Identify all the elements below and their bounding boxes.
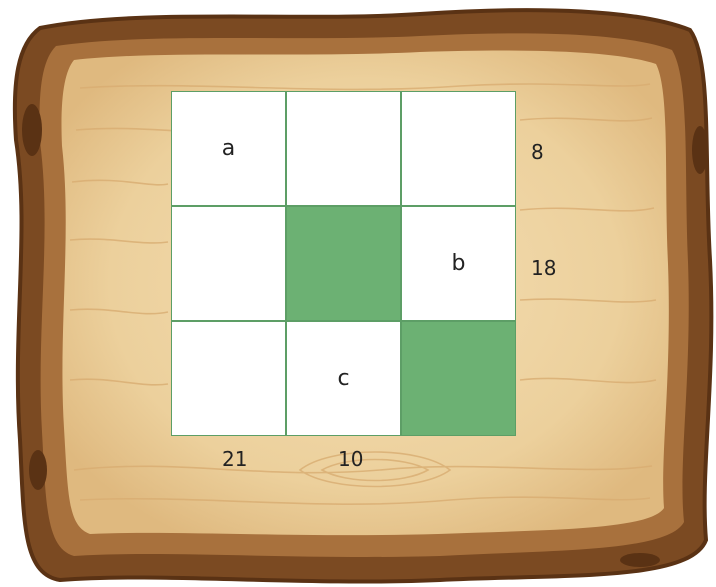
wood-knot: [22, 104, 42, 156]
wood-knot: [620, 553, 660, 567]
cell-label: a: [172, 92, 285, 205]
grid-cell-r1c1: a: [171, 91, 286, 206]
grid-cell-r2c3: b: [401, 206, 516, 321]
grid-cell-r3c2: c: [286, 321, 401, 436]
cell-label: [402, 322, 515, 435]
row-clue-2: 18: [531, 258, 556, 278]
cell-label: b: [402, 207, 515, 320]
cell-label: c: [287, 322, 400, 435]
grid-cell-r1c2: [286, 91, 401, 206]
cell-label: [172, 207, 285, 320]
grid-cell-r1c3: [401, 91, 516, 206]
cell-label: [172, 322, 285, 435]
grid-cell-r2c2: [286, 206, 401, 321]
cell-label: [287, 207, 400, 320]
cell-label: [287, 92, 400, 205]
grid-cell-r2c1: [171, 206, 286, 321]
row-clue-1: 8: [531, 142, 544, 162]
col-clue-2: 10: [338, 449, 363, 469]
wood-knot: [692, 126, 708, 174]
grid-cell-r3c3: [401, 321, 516, 436]
col-clue-1: 21: [222, 449, 247, 469]
cell-label: [402, 92, 515, 205]
wood-knot: [29, 450, 47, 490]
grid-cell-r3c1: [171, 321, 286, 436]
